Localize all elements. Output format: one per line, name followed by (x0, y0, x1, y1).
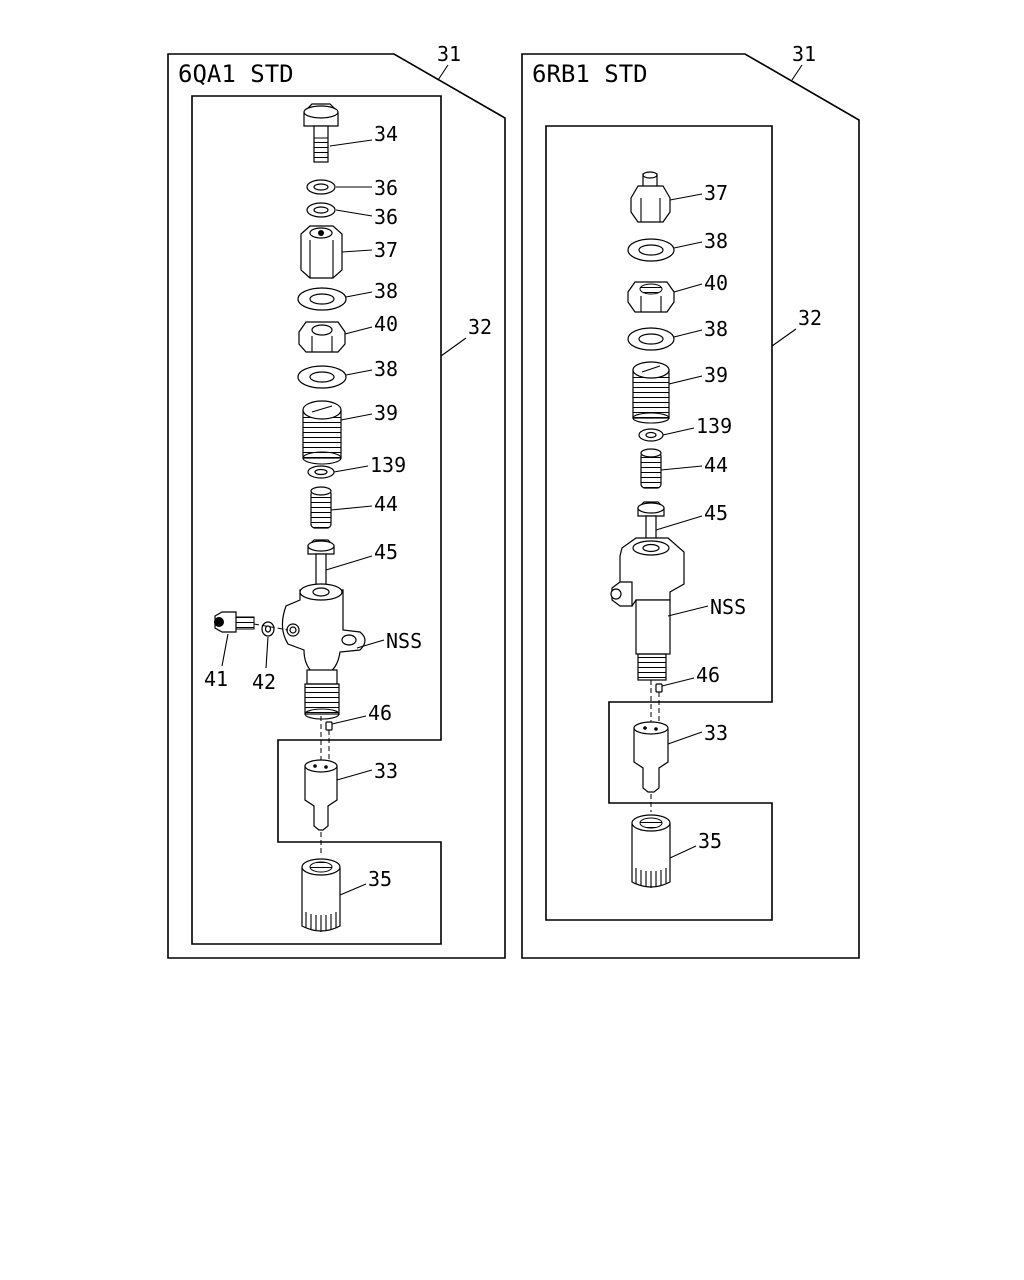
leader-32-2 (771, 328, 797, 347)
callout-39: 39 (374, 401, 398, 425)
callout-45: 45 (374, 540, 398, 564)
callout-38b-2: 38 (704, 317, 728, 341)
callout-45-2: 45 (704, 501, 728, 525)
callout-38a-2: 38 (704, 229, 728, 253)
part-39-adjuster-2 (632, 361, 670, 424)
part-nss-holder-body (281, 583, 366, 720)
part-nss-holder-body-2 (610, 537, 685, 681)
panel-6rb1: 6RB1 STD 31 32 37 38 40 (521, 42, 860, 959)
part-38-washer-r1 (627, 238, 675, 262)
callout-36a: 36 (374, 176, 398, 200)
callout-46-2: 46 (696, 663, 720, 687)
part-33-nozzle (304, 759, 338, 831)
outer-frame-2 (521, 53, 860, 959)
callout-31-2: 31 (792, 42, 816, 66)
part-46-pin (325, 721, 333, 731)
part-35-retaining-nut-2 (631, 814, 671, 888)
leader-32 (440, 337, 467, 357)
leader-31-2 (791, 64, 803, 81)
callout-40-2: 40 (704, 271, 728, 295)
callout-44: 44 (374, 492, 398, 516)
callout-nss: NSS (386, 629, 422, 653)
part-139-shim-2 (638, 428, 664, 442)
callout-32-2: 32 (798, 306, 822, 330)
part-33-nozzle-2 (633, 721, 669, 793)
part-41-fitting (214, 611, 255, 633)
callout-31: 31 (437, 42, 461, 66)
callout-139-2: 139 (696, 414, 732, 438)
part-40-nut (298, 321, 346, 353)
callout-35: 35 (368, 867, 392, 891)
part-38-washer-2 (297, 365, 347, 389)
leader-31 (437, 64, 449, 81)
callout-36b: 36 (374, 205, 398, 229)
callout-42: 42 (252, 670, 276, 694)
panel-title-2: 6RB1 STD (532, 60, 648, 88)
part-44-spring (310, 486, 332, 529)
callout-44-2: 44 (704, 453, 728, 477)
callout-139: 139 (370, 453, 406, 477)
part-46-pin-2 (655, 683, 663, 693)
callout-37-2: 37 (704, 181, 728, 205)
panel-6qa1: 6QA1 STD 31 32 34 36 36 (167, 42, 506, 959)
part-42-washer (261, 621, 275, 637)
callout-34: 34 (374, 122, 398, 146)
callout-32: 32 (468, 315, 492, 339)
callout-35-2: 35 (698, 829, 722, 853)
part-39-adjuster (302, 400, 342, 465)
part-38-washer-r2 (627, 327, 675, 351)
part-38-washer (297, 287, 347, 311)
callout-37: 37 (374, 238, 398, 262)
callout-33-2: 33 (704, 721, 728, 745)
part-40-nut-2 (627, 281, 675, 313)
callout-nss-2: NSS (710, 595, 746, 619)
part-139-shim (307, 465, 335, 479)
part-37-nut-2 (630, 171, 671, 223)
assembly-frame-2 (545, 125, 773, 921)
callout-41: 41 (204, 667, 228, 691)
callout-46: 46 (368, 701, 392, 725)
panel-title: 6QA1 STD (178, 60, 294, 88)
part-44-spring-2 (640, 448, 662, 489)
assembly-frame (191, 95, 442, 945)
part-36-washer (306, 179, 336, 218)
callout-39-2: 39 (704, 363, 728, 387)
outer-frame (167, 53, 506, 959)
part-37-nut (300, 225, 343, 279)
callout-40: 40 (374, 312, 398, 336)
callout-38b: 38 (374, 357, 398, 381)
part-35-retaining-nut (301, 858, 341, 932)
callout-38a: 38 (374, 279, 398, 303)
part-34-bolt (303, 103, 339, 163)
callout-33: 33 (374, 759, 398, 783)
